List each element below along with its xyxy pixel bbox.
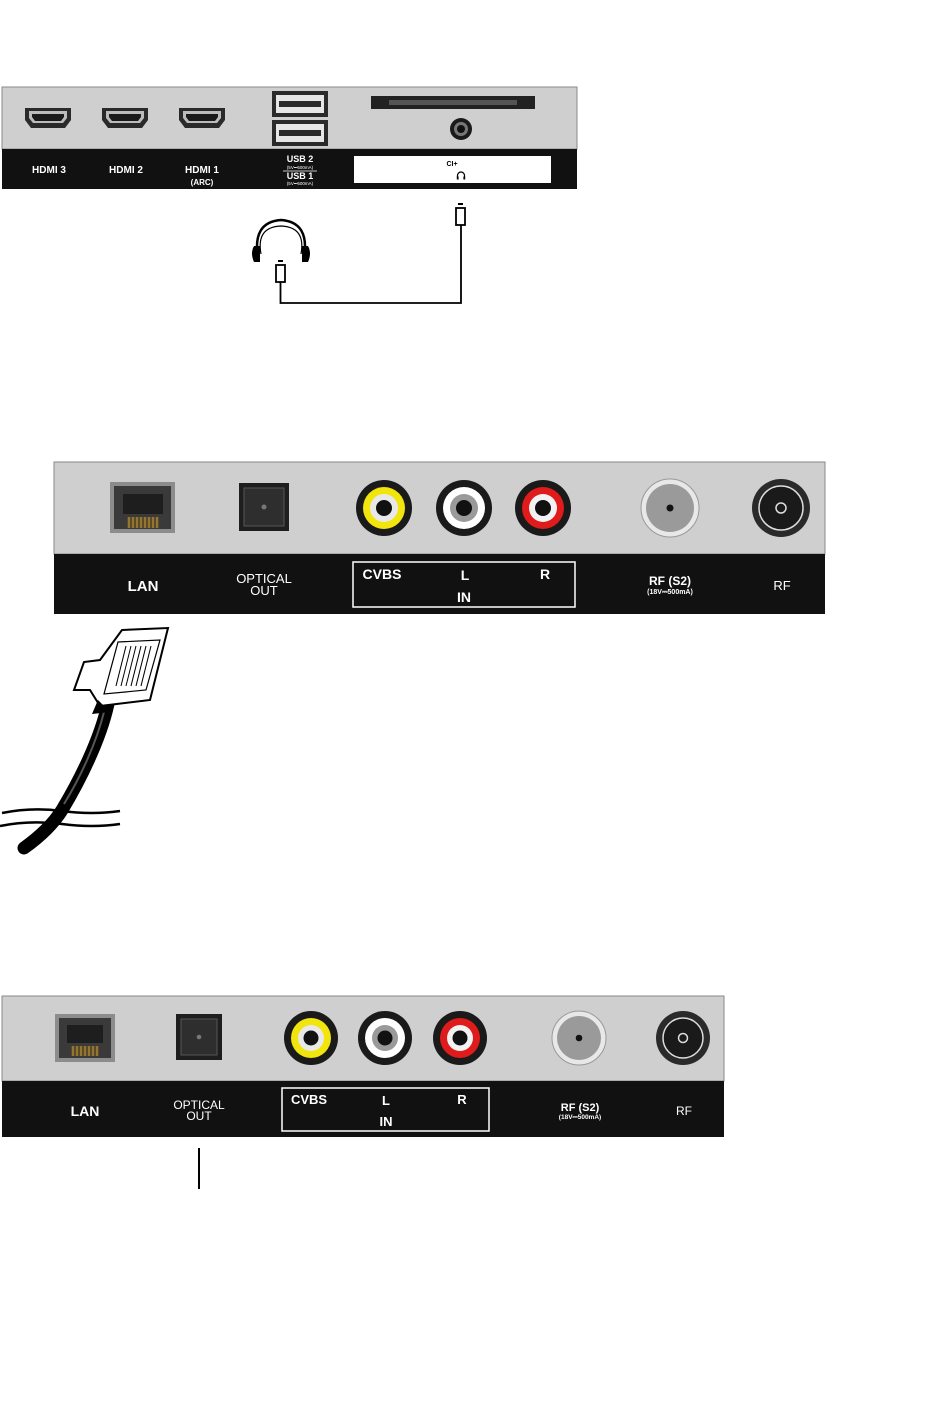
hdmi-2-label: HDMI 2 (109, 165, 143, 176)
hdmi-3-port-icon (25, 108, 71, 128)
usb-1-label: USB 1 (287, 171, 314, 181)
usb-2-port-icon (272, 91, 328, 117)
lan-cable-icon (0, 628, 168, 848)
optical-label-line2: OUT (186, 1109, 212, 1123)
audio-left-label: L (382, 1093, 390, 1108)
hdmi-2-port-icon (102, 108, 148, 128)
panel-middle: LAN OPTICAL OUT CVBS L R IN RF (S2) (18V… (54, 462, 825, 614)
usb-1-port-icon (272, 120, 328, 146)
rf-s2-label: RF (S2) (649, 574, 691, 588)
usb-2-rating-label: (5V⎓500mA) (287, 165, 314, 170)
optical-out-port-icon (239, 483, 289, 531)
rf-s2-rating-label: (18V⎓500mA) (647, 589, 693, 596)
headphones-icon (252, 220, 310, 262)
audio-right-label: R (540, 566, 550, 582)
lan-label: LAN (71, 1103, 100, 1119)
usb-1-rating-label: (5V⎓500mA) (287, 181, 314, 186)
cvbs-jack-icon (284, 1011, 338, 1065)
lan-label: LAN (128, 578, 159, 595)
panel-bottom-label-bar (2, 1081, 724, 1137)
audio-right-label: R (457, 1092, 467, 1107)
rf-label: RF (676, 1104, 692, 1118)
panel-top: HDMI 3 HDMI 2 HDMI 1 (ARC) USB 2 (5V⎓500… (2, 87, 577, 189)
cvbs-jack-icon (356, 480, 412, 536)
ci-label: CI+ (446, 161, 457, 168)
rf-s2-rating-label: (18V⎓500mA) (559, 1114, 601, 1121)
panel-bottom: LAN OPTICAL OUT CVBS L R IN RF (S2) (18V… (2, 996, 724, 1137)
rf-s2-label: RF (S2) (561, 1102, 600, 1114)
usb-2-label: USB 2 (287, 154, 314, 164)
rf-connector-icon (752, 479, 810, 537)
panel-middle-label-bar (54, 554, 825, 614)
optical-label-line2: OUT (250, 583, 278, 598)
rf-connector-icon (656, 1011, 710, 1065)
audio-left-jack-icon (436, 480, 492, 536)
headphone-jack-icon (450, 118, 472, 140)
hdmi-1-arc-label: (ARC) (191, 178, 214, 187)
hdmi-3-label: HDMI 3 (32, 165, 66, 176)
audio-right-jack-icon (515, 480, 571, 536)
av-in-label: IN (457, 589, 471, 605)
cvbs-label: CVBS (363, 566, 402, 582)
optical-out-port-icon (176, 1014, 222, 1060)
lan-port-icon (55, 1014, 115, 1062)
cvbs-label: CVBS (291, 1092, 327, 1107)
ci-slot-icon (371, 96, 535, 109)
lan-port-icon (110, 482, 175, 533)
rf-s2-connector-icon (552, 1011, 606, 1065)
hdmi-1-port-icon (179, 108, 225, 128)
rf-label: RF (773, 578, 790, 593)
audio-right-jack-icon (433, 1011, 487, 1065)
audio-left-jack-icon (358, 1011, 412, 1065)
hdmi-1-label: HDMI 1 (185, 165, 219, 176)
rf-s2-connector-icon (641, 479, 699, 537)
av-in-label: IN (380, 1114, 393, 1129)
audio-left-label: L (461, 567, 470, 583)
